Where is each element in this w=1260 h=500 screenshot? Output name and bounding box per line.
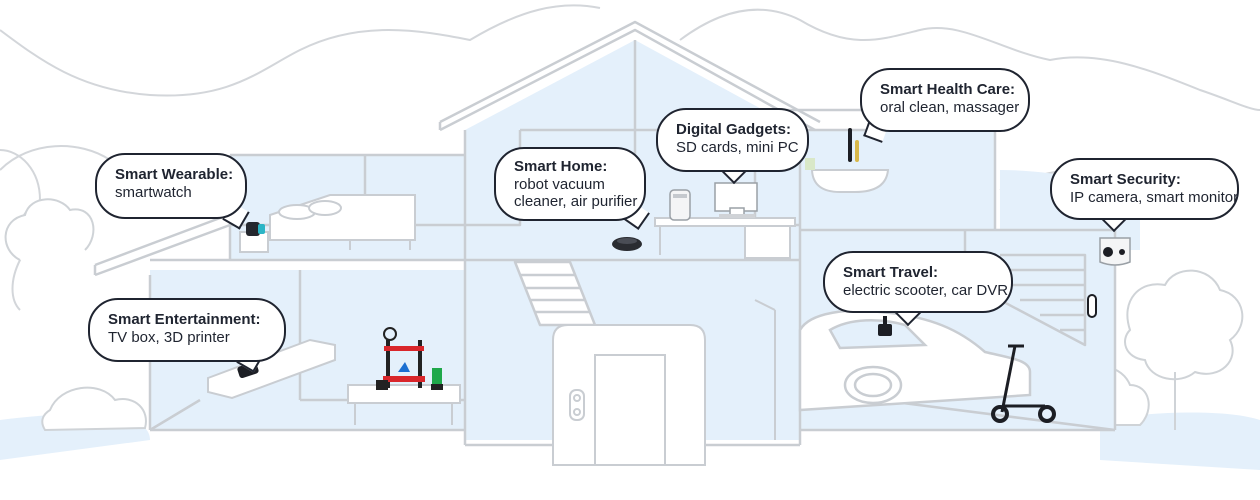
toothbrush-icon: [805, 128, 859, 170]
callout-desc: SD cards, mini PC: [676, 139, 799, 156]
callout-title: Smart Entertainment:: [108, 311, 261, 328]
car-dvr-icon: [878, 316, 892, 336]
callout-desc: IP camera, smart monitor: [1070, 189, 1239, 206]
ip-camera-icon: [1099, 237, 1131, 266]
callout-title: Smart Security:: [1070, 171, 1181, 188]
callout-smart-security: Smart Security: IP camera, smart monitor: [1050, 158, 1239, 220]
callout-desc: smartwatch: [115, 184, 192, 201]
callout-smart-entertainment: Smart Entertainment: TV box, 3D printer: [88, 298, 286, 362]
callout-title: Smart Home:: [514, 158, 608, 175]
callout-digital-gadgets: Digital Gadgets: SD cards, mini PC: [656, 108, 809, 172]
smartwatch-icon: [246, 222, 265, 236]
air-purifier-icon: [669, 189, 691, 221]
callout-desc: oral clean, massager: [880, 99, 1020, 116]
robot-vacuum-icon: [612, 237, 642, 251]
electric-scooter-icon: [991, 344, 1056, 423]
callout-title: Smart Travel:: [843, 264, 939, 281]
callout-desc: electric scooter, car DVR: [843, 282, 1009, 299]
callout-title: Smart Health Care:: [880, 81, 1016, 98]
callout-desc-line2: cleaner, air purifier: [514, 193, 638, 210]
furniture: [207, 169, 890, 466]
3d-printer-icon: [376, 327, 443, 390]
mini-pc-icon: [714, 182, 758, 218]
callout-smart-home: Smart Home: robot vacuum cleaner, air pu…: [494, 147, 646, 221]
car-outline: [798, 309, 1032, 412]
callout-title: Digital Gadgets:: [676, 121, 792, 138]
callout-desc: TV box, 3D printer: [108, 329, 230, 346]
callout-desc: robot vacuum: [514, 176, 605, 193]
callout-smart-travel: Smart Travel: electric scooter, car DVR: [823, 251, 1013, 313]
callout-smart-wearable: Smart Wearable: smartwatch: [95, 153, 247, 219]
door-handle: [1087, 294, 1097, 318]
callout-smart-health-care: Smart Health Care: oral clean, massager: [860, 68, 1030, 132]
callout-title: Smart Wearable:: [115, 166, 234, 183]
